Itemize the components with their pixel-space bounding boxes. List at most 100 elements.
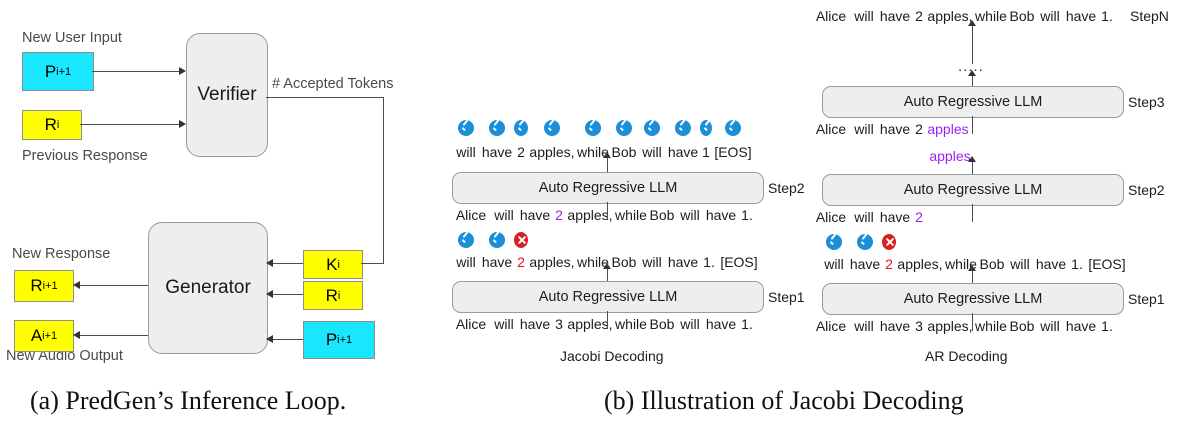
check-icon <box>700 120 712 136</box>
token: while <box>577 144 609 160</box>
cross-icon <box>514 232 528 248</box>
check-icon <box>616 120 632 136</box>
token: 2 <box>517 254 525 270</box>
mark-cell <box>610 120 638 136</box>
connector-p-to-verifier <box>92 71 179 72</box>
token: will <box>456 254 476 270</box>
connector-verifier-to-k <box>361 263 384 264</box>
caption-b: (b) Illustration of Jacobi Decoding <box>604 386 964 415</box>
mark-cell <box>820 234 848 250</box>
token: have <box>879 121 911 137</box>
ar-stepN-arrow <box>968 20 976 26</box>
connector-pfb-to-generator <box>272 339 303 340</box>
box-p-input-sub: i+1 <box>56 65 72 78</box>
token: 2 <box>555 207 563 223</box>
arrow-rfb-to-generator <box>266 289 273 298</box>
token: [EOS] <box>1088 256 1126 272</box>
box-r-output-sub: i+1 <box>42 280 58 292</box>
token: 2 <box>915 121 923 137</box>
token: Bob <box>611 254 637 270</box>
ar-step1-llm-label: Auto Regressive LLM <box>903 291 1043 307</box>
generator-box[interactable]: Generator <box>148 222 268 354</box>
token: 1 <box>702 144 710 160</box>
arrow-generator-to-a <box>73 330 80 339</box>
ar-step3-llm-box[interactable]: Auto Regressive LLM <box>822 86 1124 118</box>
jacobi-step2-label: Step2 <box>768 180 805 196</box>
mark-cell <box>882 234 896 250</box>
jacobi-step2-out-arrow <box>603 152 611 158</box>
jacobi-panel-title: Jacobi Decoding <box>560 348 664 364</box>
ar-step3-out-arrow-line <box>972 76 973 88</box>
check-icon <box>458 232 474 248</box>
ar-step3-label: Step3 <box>1128 94 1165 110</box>
jacobi-step1-llm-box[interactable]: Auto Regressive LLM <box>452 281 764 313</box>
connector-rfb-to-generator <box>272 294 303 295</box>
token: Bob <box>1009 318 1035 334</box>
jacobi-step1-label: Step1 <box>768 289 805 305</box>
arrow-r-to-verifier <box>179 119 186 128</box>
token: have <box>519 316 551 332</box>
jacobi-step1-out-arrow <box>603 263 611 269</box>
cross-icon <box>882 234 896 250</box>
token: 1. <box>1101 8 1113 24</box>
token: will <box>854 121 874 137</box>
mark-cell <box>452 232 480 248</box>
token: have <box>1065 8 1097 24</box>
token: Bob <box>1009 8 1035 24</box>
check-icon <box>514 120 528 136</box>
jacobi-step2-llm-box[interactable]: Auto Regressive LLM <box>452 172 764 204</box>
box-r-input-sub: i <box>56 119 60 131</box>
label-new-response: New Response <box>12 246 111 262</box>
ar-step2-output-tokens: apples <box>928 148 972 164</box>
token: Alice <box>815 121 847 137</box>
token: 2 <box>915 8 923 24</box>
ar-step1-out-arrow <box>968 265 976 271</box>
arrow-pfb-to-generator <box>266 334 273 343</box>
verifier-box[interactable]: Verifier <box>186 33 268 157</box>
check-icon <box>826 234 842 250</box>
mark-cell <box>700 120 712 136</box>
connector-generator-to-r <box>80 285 148 286</box>
ar-step2-in-line <box>972 204 973 222</box>
token: will <box>854 318 874 334</box>
jacobi-step2-in-line <box>607 202 608 220</box>
ar-step1-in-line <box>972 313 973 331</box>
token: apples, <box>897 256 943 272</box>
token: will <box>1040 8 1060 24</box>
token: apples, <box>529 254 575 270</box>
token: Alice <box>815 8 847 24</box>
ar-step2-label: Step2 <box>1128 182 1165 198</box>
mark-cell <box>666 120 700 136</box>
ar-step1-llm-box[interactable]: Auto Regressive LLM <box>822 283 1124 315</box>
token: 1. <box>741 207 753 223</box>
ar-ellipsis: ..... <box>958 58 984 75</box>
token: 1. <box>703 254 715 270</box>
token: will <box>680 316 700 332</box>
ar-step2-llm-box[interactable]: Auto Regressive LLM <box>822 174 1124 206</box>
box-a-output-sub: i+1 <box>42 330 58 342</box>
token: apples, <box>529 144 575 160</box>
check-icon <box>725 120 741 136</box>
token: Alice <box>455 207 487 223</box>
token: while <box>577 254 609 270</box>
token: 2 <box>517 144 525 160</box>
arrow-generator-to-r <box>73 280 80 289</box>
token: will <box>1040 318 1060 334</box>
token: Bob <box>649 316 675 332</box>
box-p-feedback-text: P <box>325 330 338 349</box>
mark-cell <box>480 232 514 248</box>
token: while <box>975 318 1007 334</box>
token: Alice <box>815 209 847 225</box>
box-p-feedback-sub: i+1 <box>337 334 353 346</box>
token: will <box>1010 256 1030 272</box>
